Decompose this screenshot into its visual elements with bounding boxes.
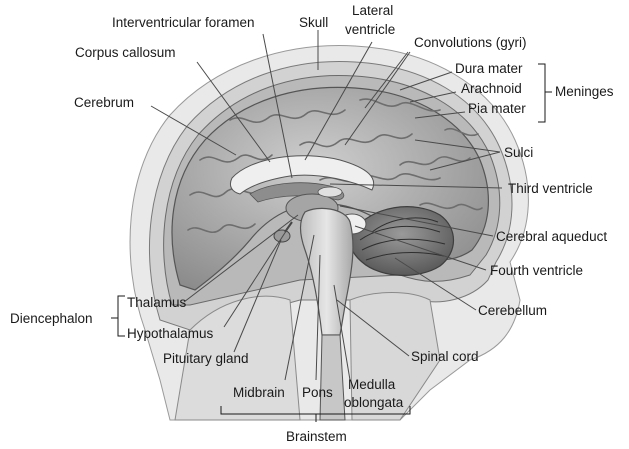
label-third-ventricle: Third ventricle (508, 181, 593, 196)
label-pons: Pons (302, 385, 333, 400)
label-diencephalon: Diencephalon (10, 311, 93, 326)
label-fourth-ventricle: Fourth ventricle (490, 263, 583, 278)
label-spinal-cord: Spinal cord (411, 349, 479, 364)
spinal-cord-shape (320, 335, 345, 420)
label-interventricular-foramen: Interventricular foramen (112, 15, 255, 30)
label-lateral-ventricle-line2: ventricle (345, 22, 395, 37)
label-lateral-ventricle-line1: Lateral (352, 3, 393, 18)
diencephalon-bracket (111, 296, 125, 336)
third-ventricle-shape (318, 187, 342, 197)
label-cerebellum: Cerebellum (478, 303, 547, 318)
label-thalamus: Thalamus (127, 295, 187, 310)
label-hypothalamus: Hypothalamus (127, 326, 214, 341)
label-medulla-line2: oblongata (344, 395, 404, 410)
label-sulci: Sulci (504, 145, 533, 160)
label-meninges: Meninges (555, 84, 614, 99)
label-cerebral-aqueduct: Cerebral aqueduct (496, 229, 607, 244)
label-pia-mater: Pia mater (468, 101, 526, 116)
label-convolutions: Convolutions (gyri) (414, 35, 527, 50)
label-dura-mater: Dura mater (455, 61, 523, 76)
label-pituitary-gland: Pituitary gland (163, 351, 249, 366)
label-brainstem: Brainstem (286, 429, 347, 444)
label-arachnoid: Arachnoid (461, 81, 522, 96)
meninges-bracket (538, 64, 552, 122)
label-midbrain: Midbrain (233, 385, 285, 400)
label-cerebrum: Cerebrum (74, 95, 134, 110)
label-corpus-callosum: Corpus callosum (75, 45, 176, 60)
label-skull: Skull (299, 15, 328, 30)
label-medulla-line1: Medulla (348, 377, 396, 392)
